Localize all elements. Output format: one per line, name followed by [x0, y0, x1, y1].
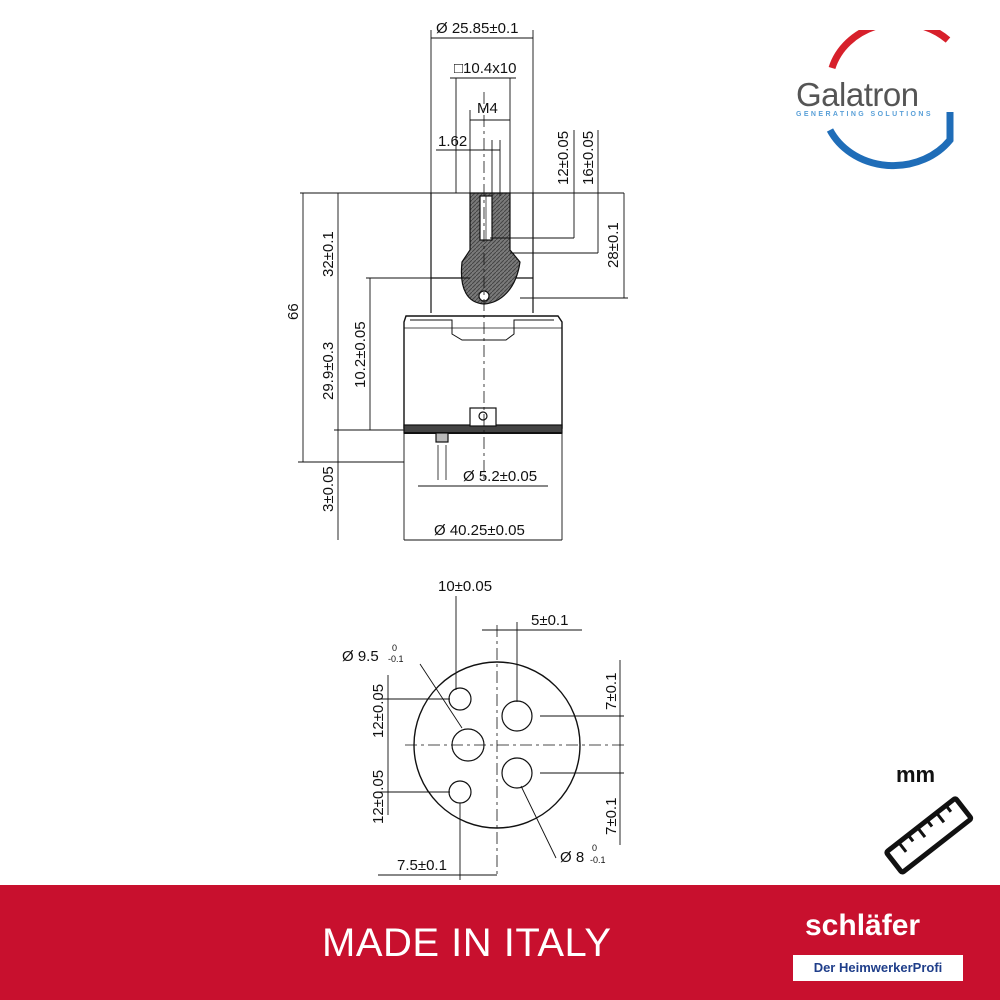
dim-square: □10.4x10 [454, 60, 516, 77]
dim-hole-9-5: Ø 9.5 [342, 648, 379, 665]
dim-hole-8: Ø 8 [560, 849, 584, 866]
dim-10: 10±0.05 [438, 578, 492, 595]
unit-label: mm [896, 762, 936, 787]
bottom-view [378, 596, 625, 880]
side-view-labels: Ø 25.85±0.1 □10.4x10 M4 1.62 12±0.05 16±… [285, 20, 622, 539]
ruler-icon [884, 796, 974, 875]
logo-name: Galatron [796, 76, 919, 113]
dim-pin-diameter: Ø 5.2±0.05 [463, 468, 537, 485]
made-in-italy-text: MADE IN ITALY [322, 921, 612, 965]
dim-hole-9-5-tol-top: 0 [392, 643, 397, 653]
dim-12: 12±0.05 [555, 131, 572, 185]
dim-12-upper: 12±0.05 [370, 684, 387, 738]
hole-upper-right [501, 700, 533, 732]
hole-upper-left [448, 687, 472, 711]
brand-logo: schläfer [805, 909, 921, 942]
dim-hole-9-5-tol-bottom: -0.1 [388, 654, 404, 664]
dim-7-upper: 7±0.1 [603, 673, 620, 710]
bottom-view-labels: 10±0.05 5±0.1 Ø 9.5 0 -0.1 12±0.05 12±0.… [342, 578, 620, 874]
dim-66: 66 [285, 303, 302, 320]
logo-tagline: GENERATING SOLUTIONS [796, 111, 933, 118]
dim-body-diameter: Ø 40.25±0.05 [434, 522, 525, 539]
locating-pin [435, 432, 449, 443]
dim-hole-8-tol-top: 0 [592, 843, 597, 853]
dim-32: 32±0.1 [320, 231, 337, 277]
brand-tagline: Der HeimwerkerProfi [793, 955, 963, 981]
technical-drawing: Ø 25.85±0.1 □10.4x10 M4 1.62 12±0.05 16±… [285, 20, 628, 880]
dim-10-2: 10.2±0.05 [352, 321, 369, 388]
hole-lower-right [501, 757, 533, 789]
dim-top-diameter: Ø 25.85±0.1 [436, 20, 518, 37]
dim-12-lower: 12±0.05 [370, 770, 387, 824]
dim-29-9: 29.9±0.3 [320, 342, 337, 400]
dim-7-lower: 7±0.1 [603, 798, 620, 835]
dim-hole-8-tol-bottom: -0.1 [590, 855, 606, 865]
dim-3: 3±0.05 [320, 466, 337, 512]
dim-1-62: 1.62 [438, 133, 467, 150]
dim-28: 28±0.1 [605, 222, 622, 268]
side-view [298, 30, 628, 541]
footer-banner: MADE IN ITALY schläfer Der HeimwerkerPro… [0, 885, 1000, 1000]
dim-7-5: 7.5±0.1 [397, 857, 447, 874]
dim-5: 5±0.1 [531, 612, 568, 629]
dim-16: 16±0.05 [580, 131, 597, 185]
galatron-logo: Galatron GENERATING SOLUTIONS [790, 19, 965, 170]
dim-thread: M4 [477, 100, 498, 117]
hole-lower-left [448, 780, 472, 804]
